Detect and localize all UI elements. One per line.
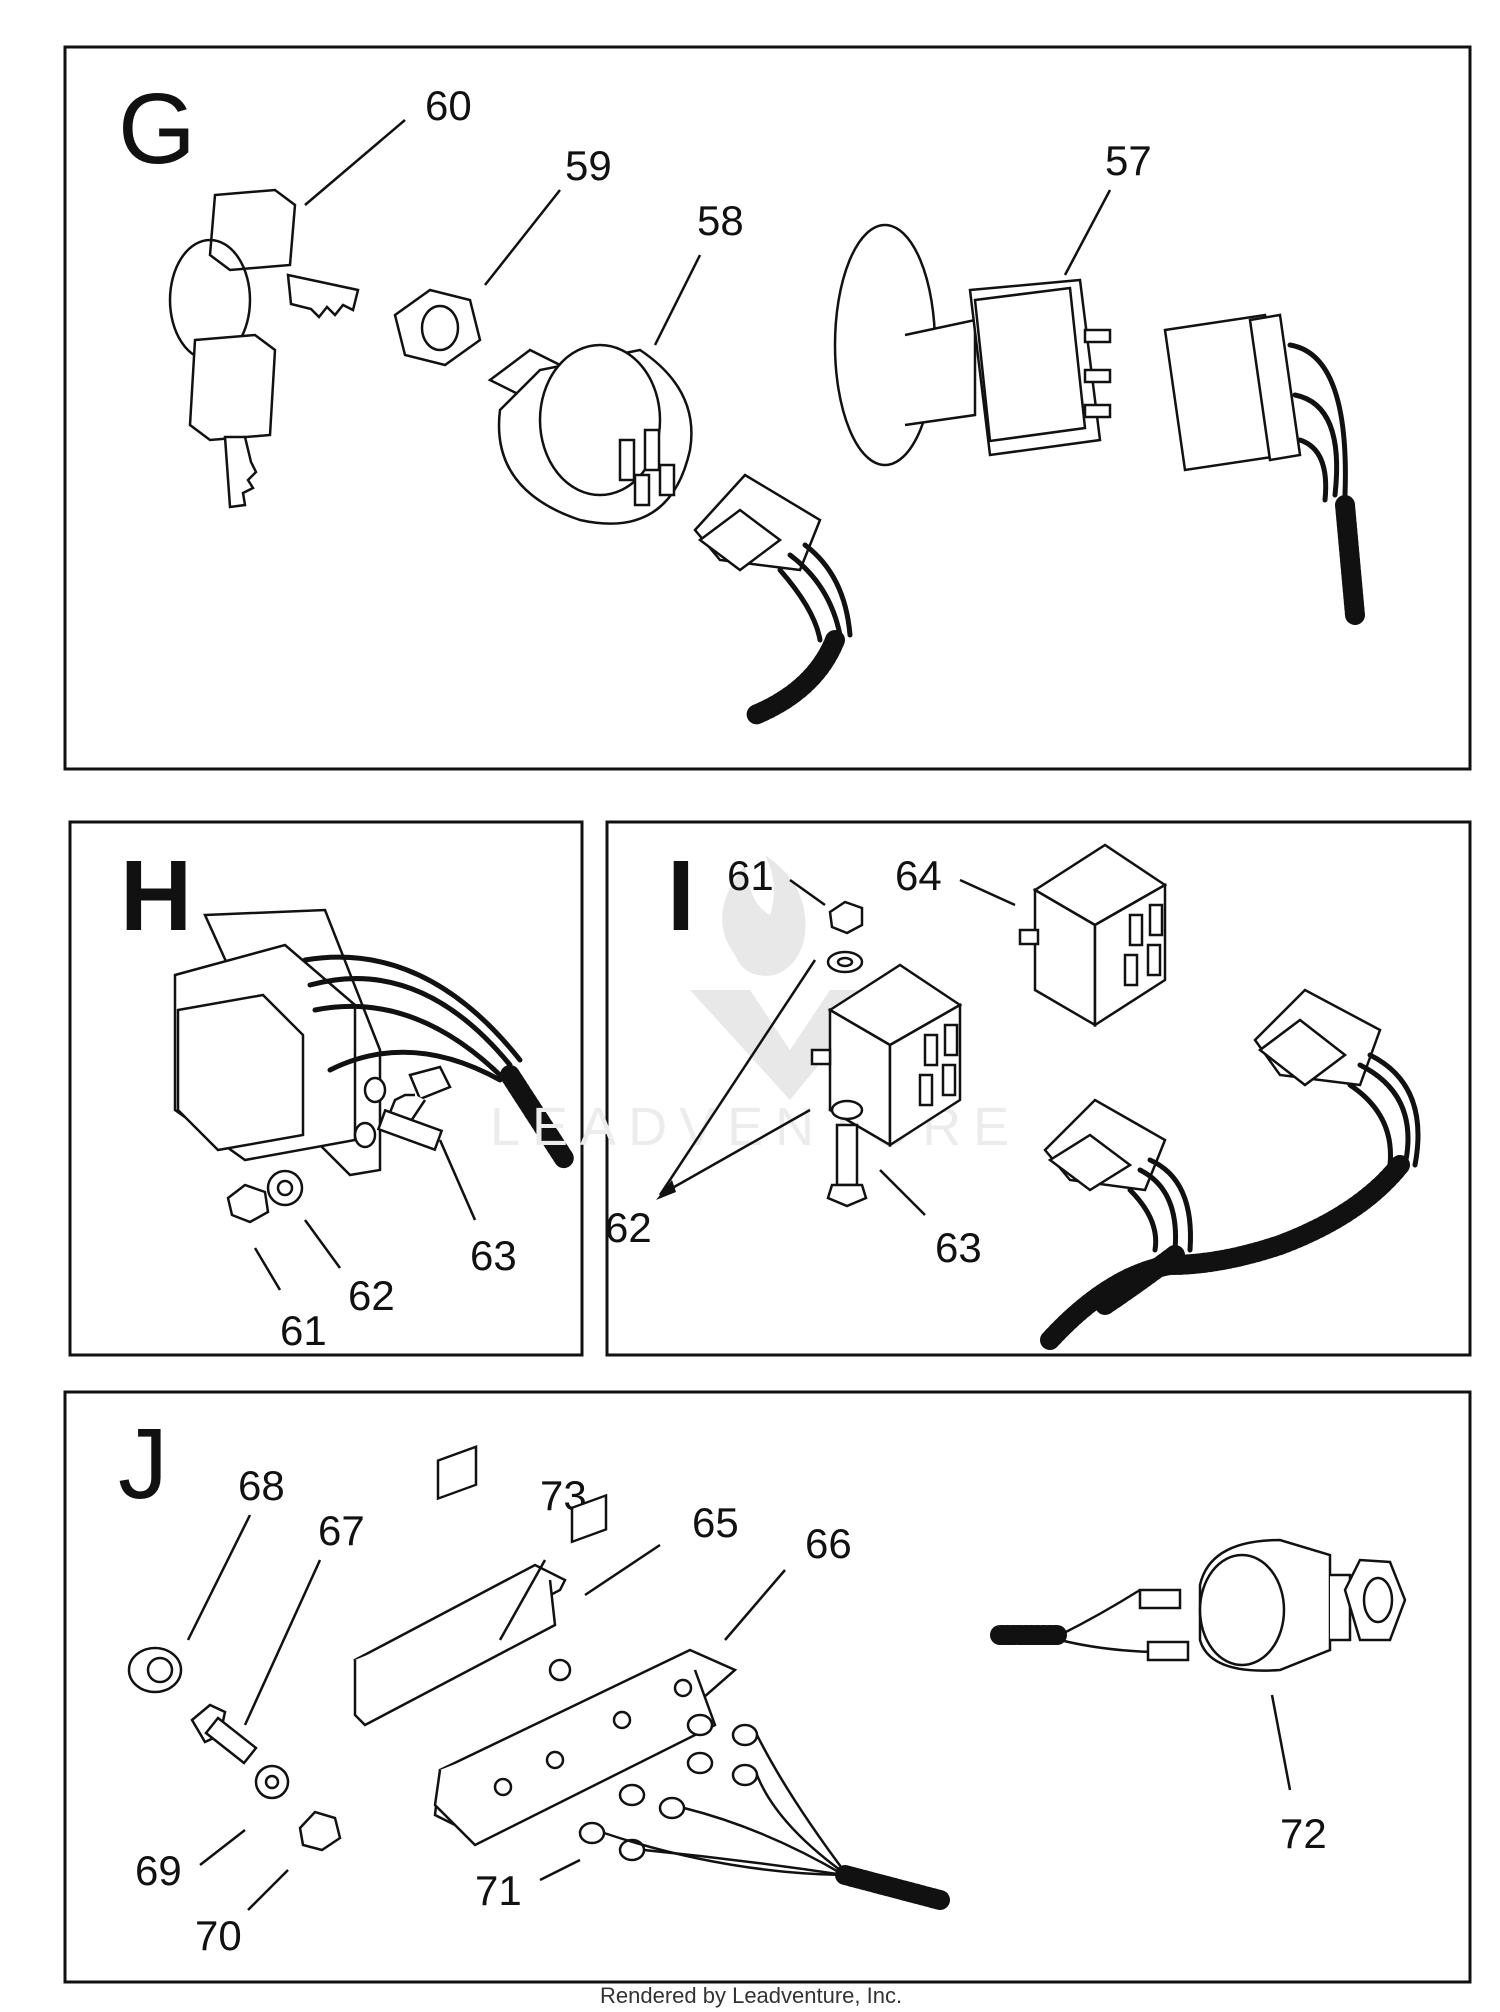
washer-part-69 [254, 1764, 290, 1800]
bolt-part-67 [190, 1703, 258, 1765]
grommet-part-68 [127, 1646, 183, 1694]
panel-g: G 60 59 58 [63, 45, 1472, 771]
ignition-switch-part-58 [487, 343, 693, 525]
callout-j-67: 67 [318, 1507, 365, 1554]
nut-part-70 [298, 1810, 342, 1852]
key-switch-part-72 [990, 1538, 1407, 1672]
panel-h-letter: H [120, 840, 192, 952]
panel-i: I LEADVENTURE 64 61 [490, 820, 1472, 1357]
callout-g-57: 57 [1105, 137, 1152, 184]
lamp-sockets-part-71 [578, 1713, 950, 1910]
callout-g-60: 60 [425, 82, 472, 129]
nut-part-61-i [828, 900, 864, 935]
decal-plate-part-65-73 [353, 1445, 567, 1727]
panel-j-letter: J [118, 1408, 168, 1520]
bolt-part-63-i [826, 1123, 868, 1208]
hex-nut-part-59 [393, 288, 482, 367]
callout-j-65: 65 [692, 1499, 739, 1546]
relay-part-64 [1018, 843, 1168, 1028]
callout-g-59: 59 [565, 142, 612, 189]
panel-g-frame [63, 45, 1472, 771]
harness-connector-upper [1253, 988, 1421, 1168]
wire-connector-g-left [693, 473, 853, 725]
callout-j-68: 68 [238, 1462, 285, 1509]
callout-h-63: 63 [470, 1232, 517, 1279]
relay-middle [810, 963, 963, 1148]
callout-j-71: 71 [475, 1867, 522, 1914]
washer-part-62-i [826, 950, 864, 974]
panel-h: H 63 62 61 [68, 820, 584, 1357]
panel-j-frame [63, 1390, 1472, 1984]
callout-i-61: 61 [727, 852, 774, 899]
callout-j-69: 69 [135, 1847, 182, 1894]
callout-i-62: 62 [605, 1204, 652, 1251]
nut-part-61 [226, 1183, 270, 1224]
callout-h-62: 62 [348, 1272, 395, 1319]
bolt-part-63 [376, 1065, 452, 1152]
callout-i-63: 63 [935, 1224, 982, 1271]
wire-connector-g-right [1163, 313, 1365, 625]
callout-h-61: 61 [280, 1307, 327, 1354]
callout-j-72: 72 [1280, 1810, 1327, 1857]
harness-cable [1040, 1155, 1410, 1350]
panel-j: J 68 67 69 70 73 65 [63, 1390, 1472, 1984]
rocker-switch-part-57 [833, 223, 1112, 467]
panel-i-frame [605, 820, 1472, 1357]
panel-h-frame [68, 820, 584, 1357]
instrument-panel-part-66 [433, 1493, 738, 1847]
callout-j-70: 70 [195, 1912, 242, 1959]
panel-i-letter: I [667, 840, 695, 952]
washer-part-62 [266, 1169, 304, 1207]
callout-g-58: 58 [697, 197, 744, 244]
footer-credit: Rendered by Leadventure, Inc. [600, 1983, 902, 2008]
harness-connector-lower [1043, 1098, 1193, 1253]
regulator-assembly [173, 908, 575, 1177]
callout-i-64: 64 [895, 852, 942, 899]
panel-g-letter: G [118, 73, 196, 185]
key-set-part-60 [168, 188, 360, 509]
callout-j-66: 66 [805, 1520, 852, 1567]
